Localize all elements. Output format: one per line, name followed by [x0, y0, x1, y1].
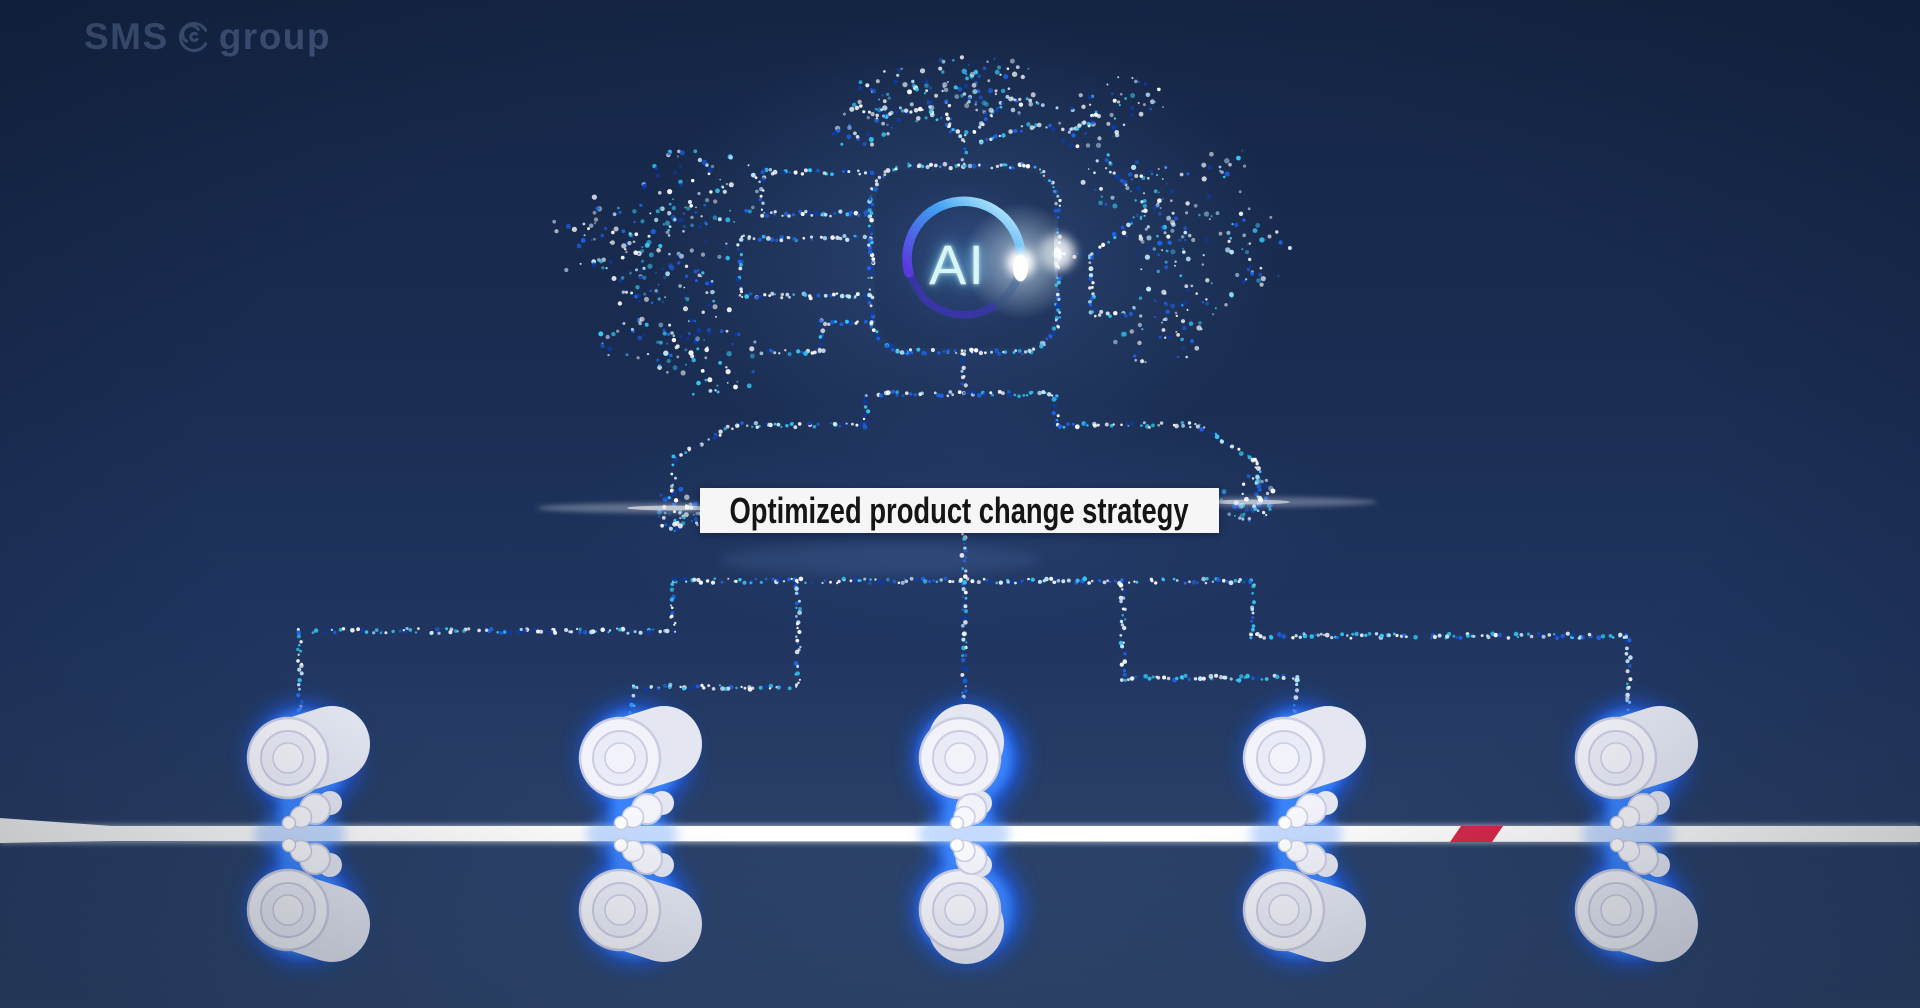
right-circuit-particles — [1056, 149, 1292, 364]
group-logo-text: group — [218, 16, 331, 57]
left-circuit-particles — [552, 149, 875, 396]
mill-stand-1 — [246, 706, 370, 962]
strategy-label-box: Optimized product change strategy — [700, 488, 1219, 533]
ai-gauge-icon — [875, 170, 1058, 348]
sms-logo-text: SMS — [84, 16, 169, 57]
banner-outline-particles — [657, 349, 1276, 532]
sms-spiral-icon — [178, 21, 207, 52]
mill-stand-3 — [918, 704, 1004, 964]
ai-chip: AI — [871, 166, 1058, 352]
product-change-marker — [1450, 826, 1503, 842]
mill-stand-2 — [578, 706, 702, 962]
strategy-label-text: Optimized product change strategy — [729, 489, 1190, 531]
sms-group-logo: SMS group — [84, 18, 331, 55]
mill-stand-5 — [1574, 706, 1698, 962]
ai-chip-label: AI — [929, 232, 986, 296]
steel-strip — [0, 810, 1920, 858]
connector-tree-particles — [295, 532, 1633, 717]
top-branches-particles — [831, 55, 1164, 168]
mill-stand-4 — [1242, 706, 1366, 962]
